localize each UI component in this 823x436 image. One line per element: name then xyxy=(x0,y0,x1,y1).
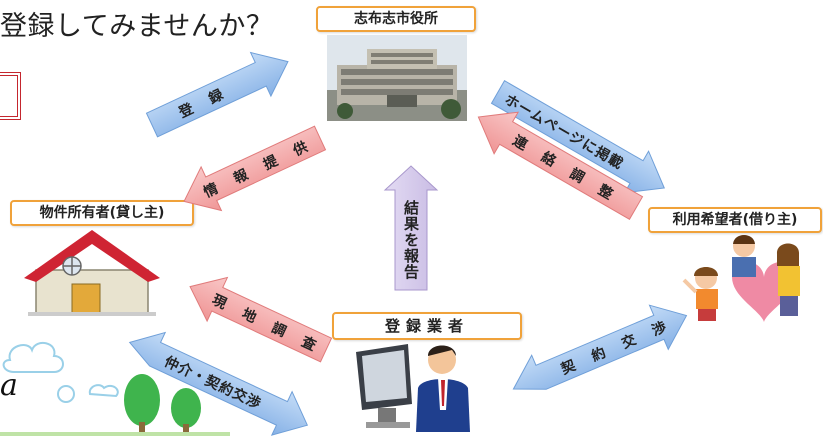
trees-decoration xyxy=(0,341,230,436)
agent-illustration xyxy=(356,344,470,432)
survey-arrow-label: 現 地 調 査 xyxy=(209,291,325,357)
footer-char: a xyxy=(0,368,18,403)
city-hall-label: 志布志市役所 xyxy=(316,6,476,32)
city-hall-building xyxy=(327,35,467,121)
contract-arrow-label: 契 約 交 渉 xyxy=(558,316,676,379)
mediation-arrow-label: 仲介・契約交渉 xyxy=(162,353,264,413)
register-arrow: 登 録 xyxy=(145,51,289,138)
red-frame xyxy=(0,72,21,120)
family-illustration xyxy=(682,235,800,322)
info-arrow: 情 報 提 供 xyxy=(183,125,327,212)
report-arrow-label: 結果を報告 xyxy=(402,200,420,280)
survey-arrow: 現 地 調 査 xyxy=(189,276,333,363)
house-icon xyxy=(24,230,160,316)
agent-label: 登録業者 xyxy=(332,312,522,340)
report-arrow xyxy=(383,165,439,291)
page-heading: 登録してみませんか？ xyxy=(0,11,274,42)
contract-arrow: 契 約 交 渉 xyxy=(512,304,688,390)
user-label: 利用希望者(借り主) xyxy=(648,207,822,233)
owner-label: 物件所有者(貸し主) xyxy=(10,200,194,226)
info-arrow-label: 情 報 提 供 xyxy=(201,135,317,201)
